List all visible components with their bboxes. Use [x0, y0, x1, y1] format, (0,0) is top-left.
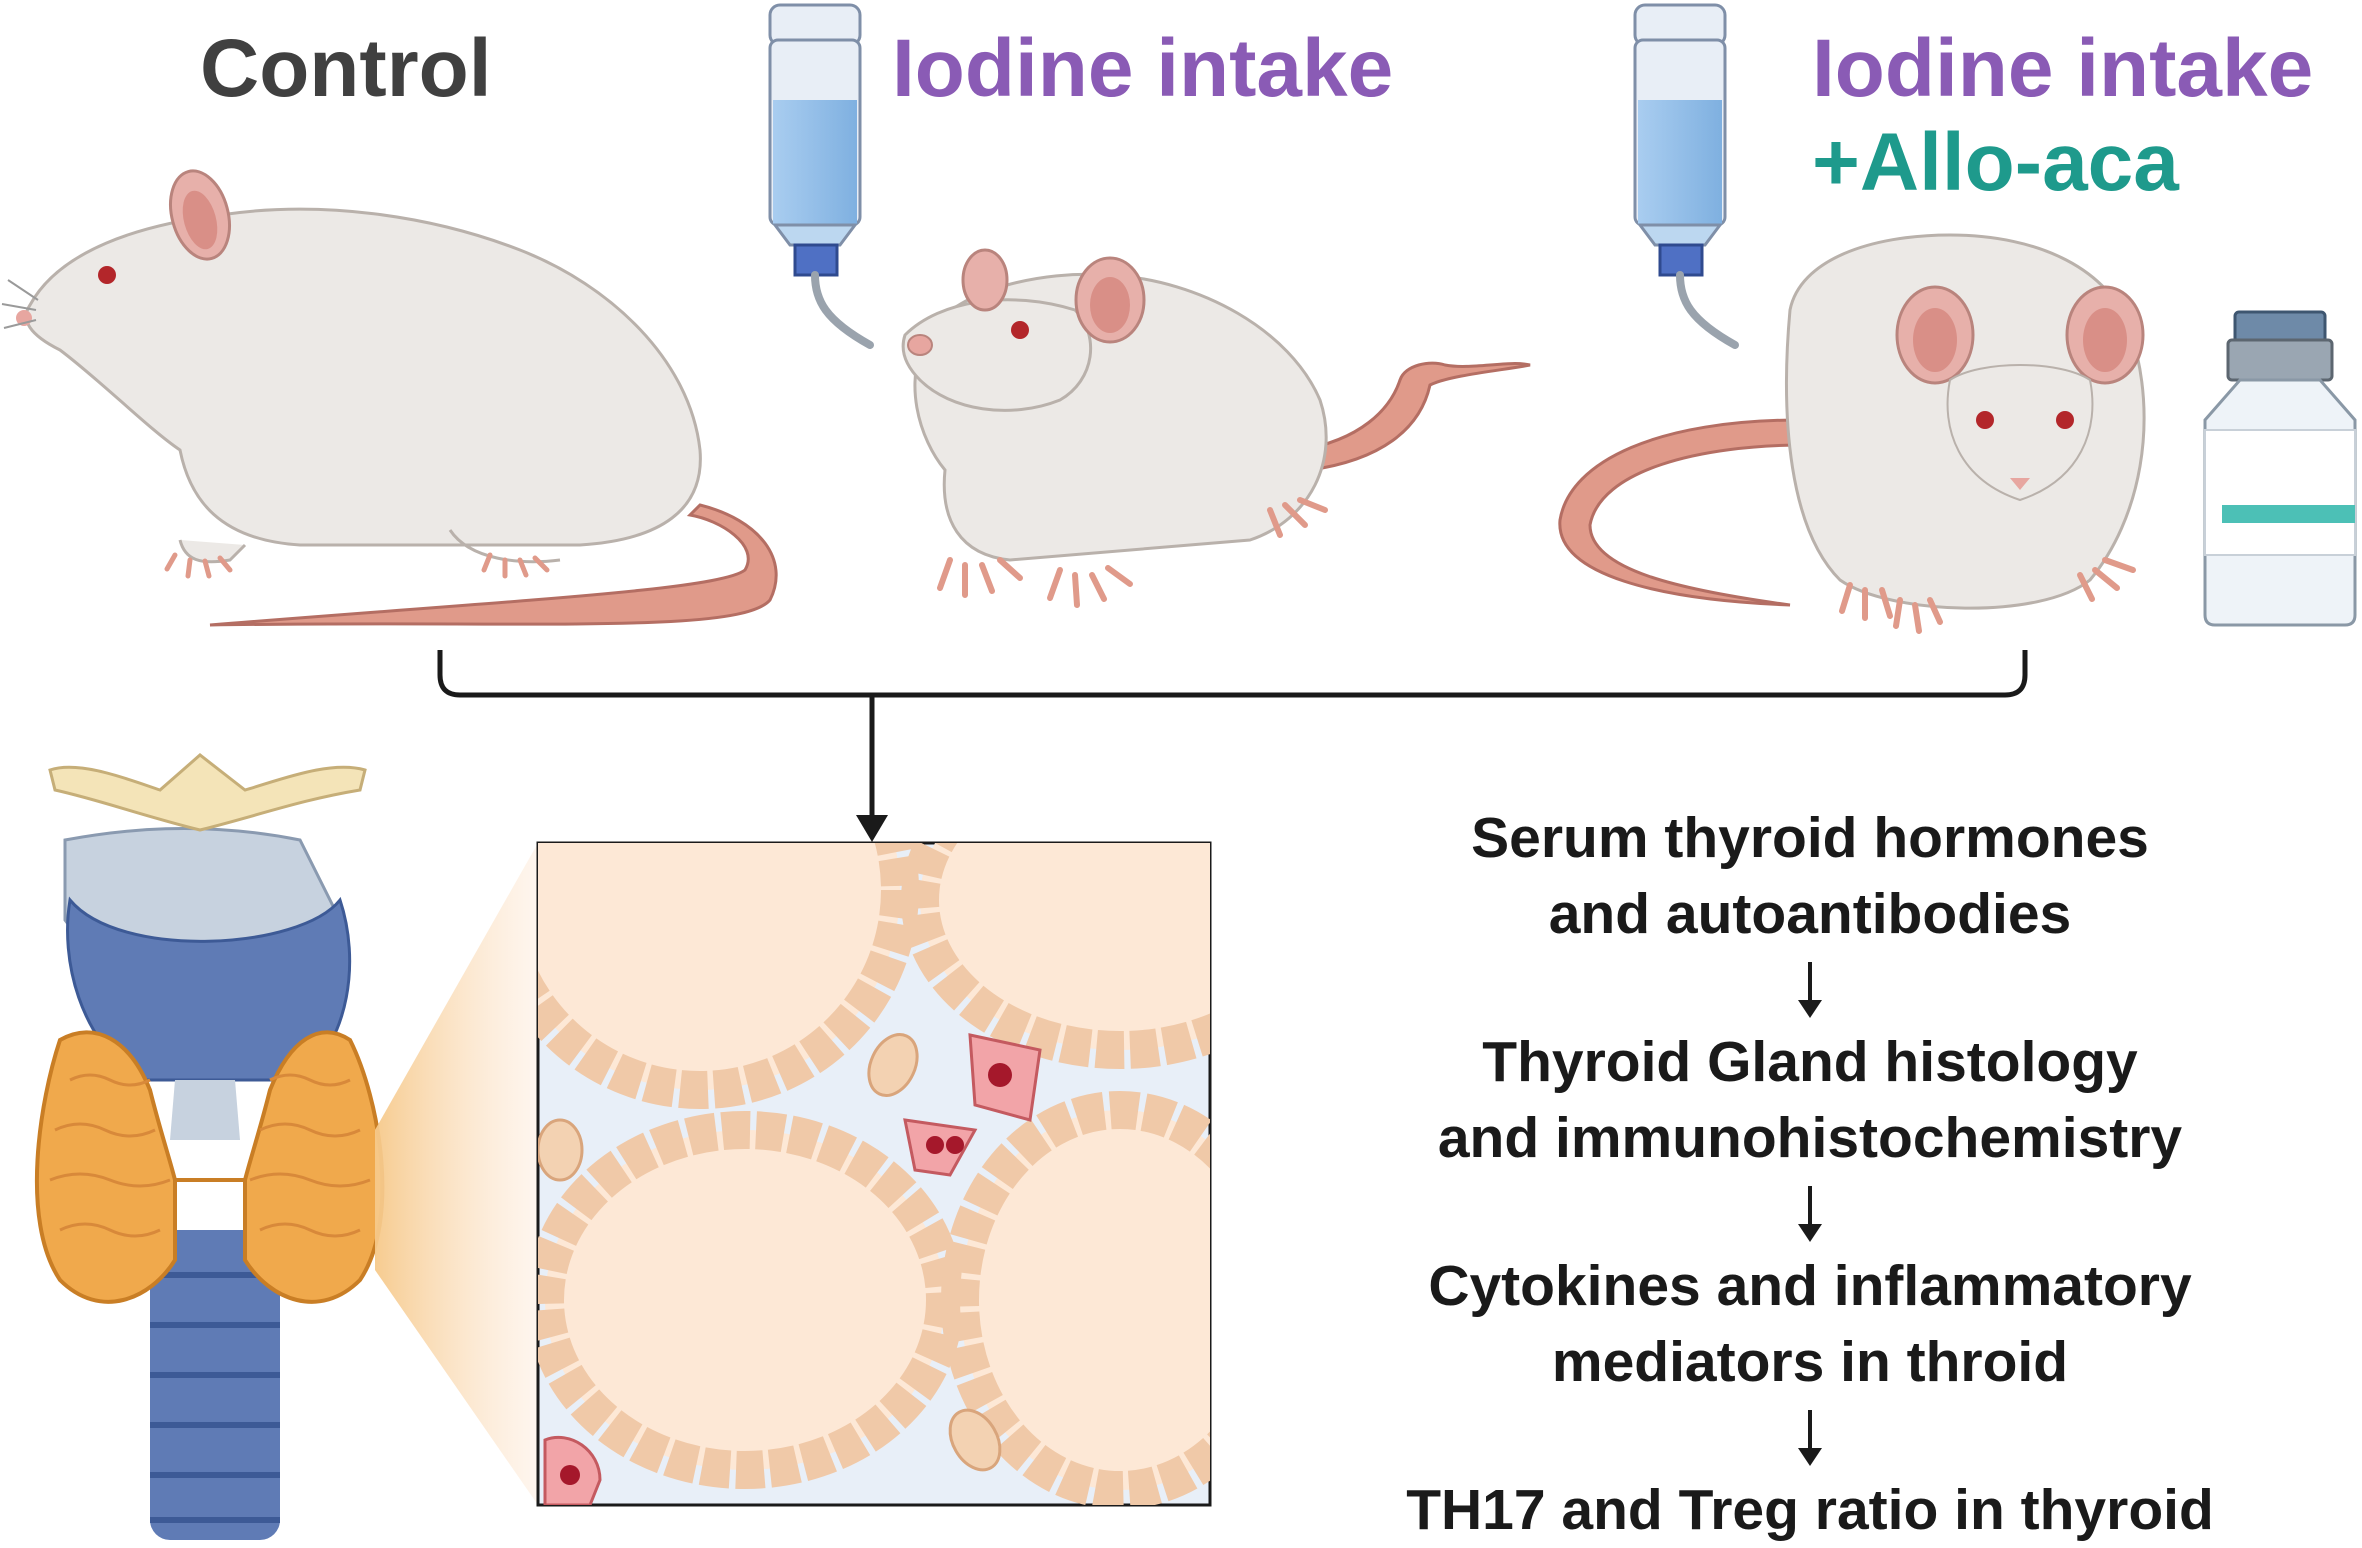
- step-3-line-2: mediators in throid: [1551, 1330, 2069, 1394]
- step-3-line-1: Cytokines and inflammatory: [1428, 1254, 2192, 1318]
- step-4: TH17 and Treg ratio in thyroid: [1300, 1472, 2320, 1548]
- step-arrow-3: [1300, 1400, 2320, 1472]
- water-bottle-2: [1633, 3, 1739, 349]
- step-3: Cytokines and inflammatory mediators in …: [1300, 1248, 2320, 1400]
- iodine-alloaca-group-title: Iodine intake: [1812, 23, 2314, 114]
- step-1-line-1: Serum thyroid hormones: [1471, 806, 2149, 870]
- step-4-line-1: TH17 and Treg ratio in thyroid: [1406, 1478, 2214, 1542]
- water-bottle-1: [768, 3, 874, 349]
- alloaca-subtitle: +Allo-aca: [1812, 117, 2179, 208]
- iodine-group-title: Iodine intake: [892, 23, 1394, 114]
- step-arrow-1: [1300, 952, 2320, 1024]
- zoom-cone: [375, 843, 538, 1505]
- step-2-line-2: and immunohistochemistry: [1437, 1106, 2183, 1170]
- drug-vial-icon: [2203, 310, 2357, 627]
- step-2-line-1: Thyroid Gland histology: [1482, 1030, 2138, 1094]
- down-arrow-head: [856, 815, 888, 842]
- step-2: Thyroid Gland histology and immunohistoc…: [1300, 1024, 2320, 1176]
- step-arrow-2: [1300, 1176, 2320, 1248]
- step-1: Serum thyroid hormones and autoantibodie…: [1300, 800, 2320, 952]
- step-1-line-2: and autoantibodies: [1548, 882, 2072, 946]
- control-rat: [1, 169, 778, 627]
- control-group-title: Control: [200, 23, 492, 114]
- iodine-alloaca-rat: [1558, 233, 2146, 634]
- group-bracket: [437, 650, 2028, 698]
- workflow-steps: Serum thyroid hormones and autoantibodie…: [1300, 800, 2320, 1548]
- thyroid-anatomy: [34, 753, 385, 1540]
- histology-panel: [536, 841, 1212, 1507]
- iodine-rat: [901, 248, 1531, 608]
